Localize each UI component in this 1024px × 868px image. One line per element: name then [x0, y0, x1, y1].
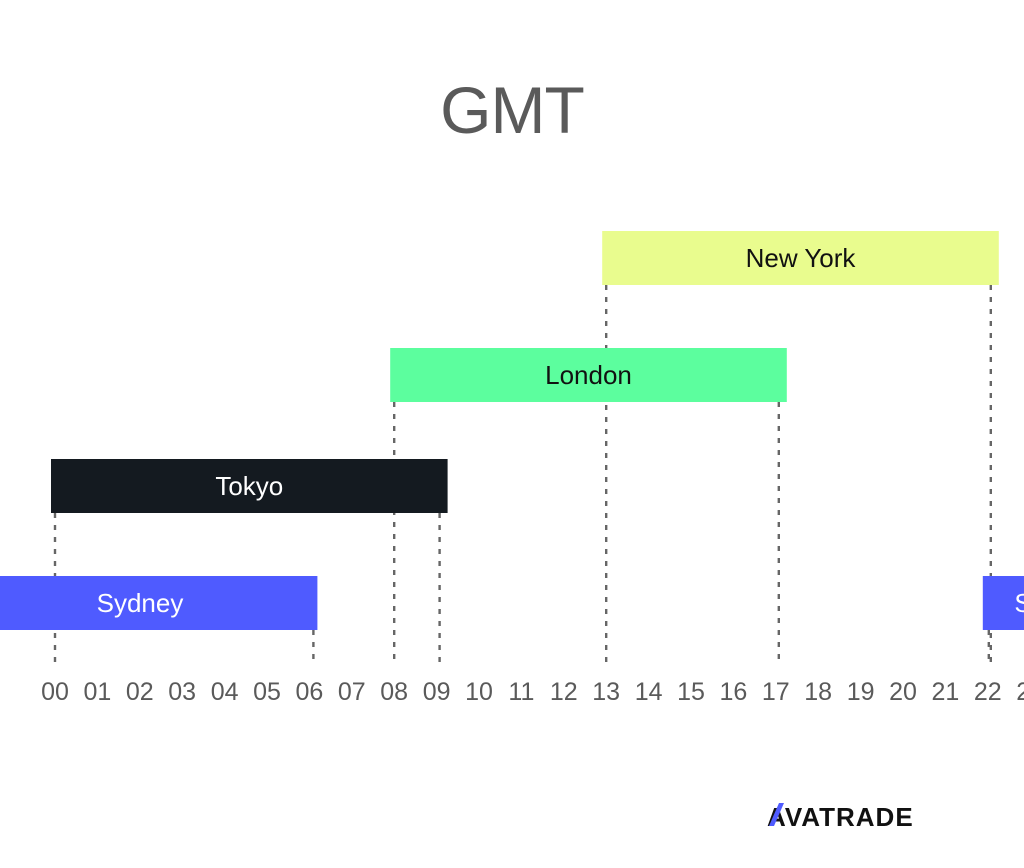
x-tick-label: 17 [762, 678, 790, 706]
x-tick-label: 06 [295, 678, 323, 706]
x-tick-label: 09 [423, 678, 451, 706]
sydney-late-bar [982, 576, 1024, 630]
x-tick-label: 13 [592, 678, 620, 706]
chart-title: GMT [440, 73, 585, 147]
sydney-early-bar [0, 576, 318, 630]
tokyo-label: Tokyo [215, 471, 283, 501]
x-tick-label: 05 [253, 678, 281, 706]
avatrade-logo: AVATRADE [767, 802, 914, 832]
new-york-bar [602, 231, 999, 285]
x-tick-label: 16 [719, 678, 747, 706]
x-tick-label: 19 [847, 678, 875, 706]
x-tick-label: 22 [974, 678, 1002, 706]
x-tick-label: 14 [635, 678, 663, 706]
london-bar [390, 348, 787, 402]
logo-accent-icon [769, 803, 784, 826]
logo-wordmark: AVATRADE [767, 802, 914, 832]
x-tick-label: 03 [168, 678, 196, 706]
x-tick-label: 21 [931, 678, 959, 706]
x-axis-ticks: 00 01 02 03 04 05 06 07 08 09 10 11 12 13 14 15 16 17 18 19… [41, 678, 1024, 706]
london-label: London [545, 360, 632, 390]
x-tick-label: 07 [338, 678, 366, 706]
x-tick-label: 23 [1016, 678, 1024, 706]
x-tick-label: 08 [380, 678, 408, 706]
x-tick-label: 20 [889, 678, 917, 706]
x-tick-label: 18 [804, 678, 832, 706]
sydney-late-label: Sydney [1014, 588, 1024, 618]
x-tick-label: 02 [126, 678, 154, 706]
x-tick-label: 12 [550, 678, 578, 706]
new-york-label: New York [746, 243, 857, 273]
x-tick-label: 01 [83, 678, 111, 706]
x-tick-label: 10 [465, 678, 493, 706]
x-tick-label: 00 [41, 678, 69, 706]
x-tick-label: 04 [211, 678, 239, 706]
x-tick-label: 11 [508, 678, 534, 706]
x-tick-label: 15 [677, 678, 705, 706]
sydney-early-label: Sydney [97, 588, 184, 618]
tokyo-bar [51, 459, 448, 513]
